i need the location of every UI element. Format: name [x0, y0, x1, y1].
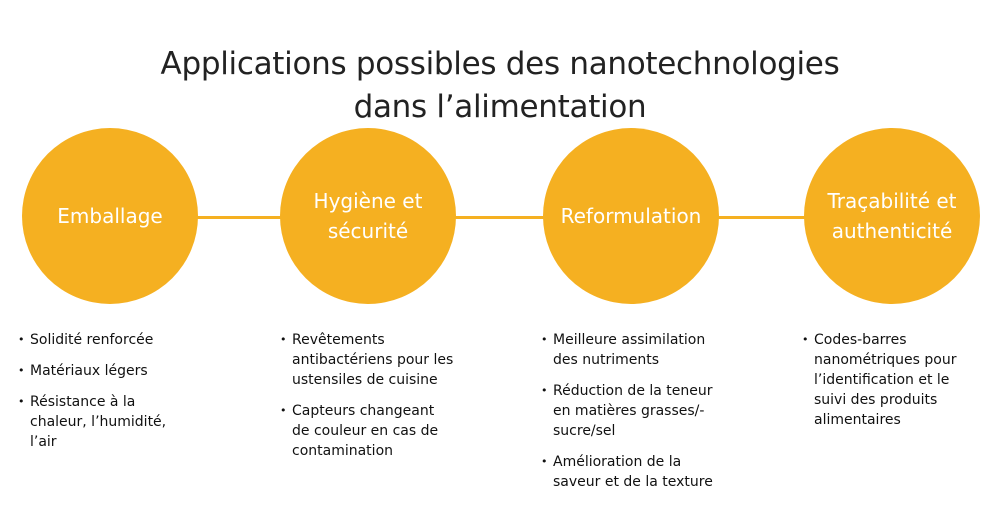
list-item: Capteurs changeant de couleur en cas de …	[280, 401, 455, 461]
circle-label: Reformulation	[561, 201, 702, 231]
bullet-list-emballage: Solidité renforcée Matériaux légers Rési…	[18, 330, 208, 463]
circle-label: Hygiène et sécurité	[314, 186, 423, 246]
circle-label: Emballage	[57, 201, 162, 231]
page-title: Applications possibles des nanotechnolog…	[0, 43, 1000, 129]
title-line-1: Applications possibles des nanotechnolog…	[160, 45, 840, 82]
circle-label-line: sécurité	[327, 219, 409, 243]
bullet-list-hygiene-securite: Revêtements antibactériens pour les uste…	[280, 330, 455, 472]
list-item: Revêtements antibactériens pour les uste…	[280, 330, 455, 390]
circle-reformulation: Reformulation	[543, 128, 719, 304]
bullet-list-tracabilite-authenticite: Codes-barres nanométriques pour l’identi…	[802, 330, 972, 441]
circle-label-line: authenticité	[831, 219, 953, 243]
list-item: Solidité renforcée	[18, 330, 208, 350]
title-line-2: dans l’alimentation	[353, 88, 647, 125]
list-item: Résistance à la chaleur, l’humidité, l’a…	[18, 392, 190, 452]
list-item: Meilleure assimilation des nutriments	[541, 330, 731, 370]
list-item: Réduction de la teneur en matières grass…	[541, 381, 731, 441]
connector-line	[110, 216, 890, 219]
list-item: Codes-barres nanométriques pour l’identi…	[802, 330, 972, 430]
list-item: Amélioration de la saveur et de la textu…	[541, 452, 731, 492]
bullet-list-reformulation: Meilleure assimilation des nutriments Ré…	[541, 330, 731, 503]
circle-tracabilite-authenticite: Traçabilité et authenticité	[804, 128, 980, 304]
circle-label-line: Traçabilité et	[827, 189, 957, 213]
circle-label-line: Emballage	[57, 204, 163, 228]
circle-label: Traçabilité et authenticité	[827, 186, 956, 246]
circle-label-line: Hygiène et	[313, 189, 423, 213]
list-item: Matériaux légers	[18, 361, 208, 381]
circle-label-line: Reformulation	[560, 204, 702, 228]
circle-emballage: Emballage	[22, 128, 198, 304]
circle-hygiene-securite: Hygiène et sécurité	[280, 128, 456, 304]
